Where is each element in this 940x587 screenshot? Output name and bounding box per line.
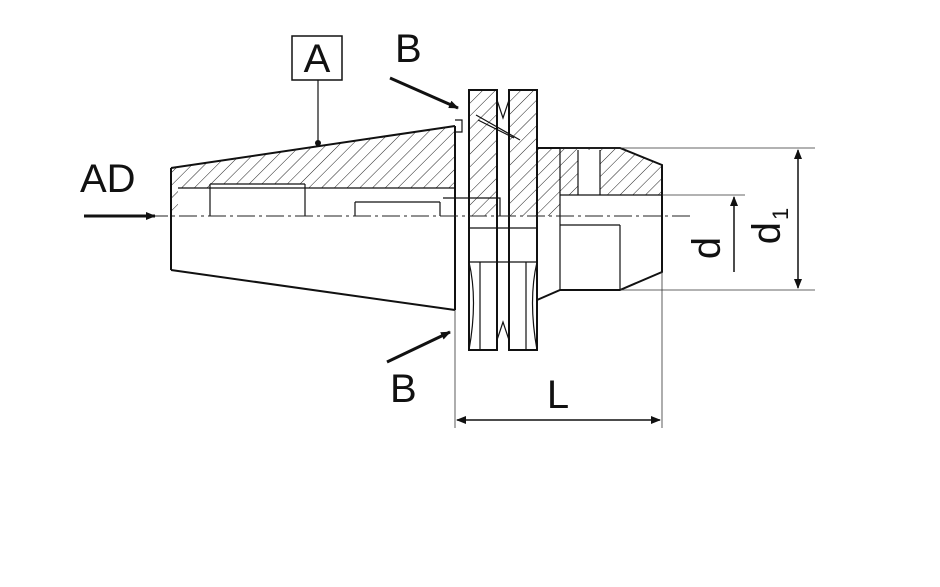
b-top-arrow	[389, 76, 459, 110]
label-a: A	[304, 37, 331, 81]
label-l: L	[547, 373, 569, 417]
dimension-d1	[560, 147, 815, 289]
label-b-top: B	[395, 27, 422, 71]
label-a-callout	[291, 35, 343, 146]
dimension-d	[620, 194, 815, 291]
flange-section-hatched	[469, 90, 560, 216]
label-d: d	[685, 237, 729, 259]
b-bottom-arrow	[386, 330, 451, 364]
nose-section-hatched	[560, 148, 662, 195]
dimension-l	[454, 272, 663, 428]
label-ad: AD	[80, 157, 136, 201]
taper-section-hatched	[171, 126, 455, 216]
label-d1: d 1	[745, 208, 793, 245]
label-b-bottom: B	[390, 367, 417, 411]
part-outline	[170, 89, 663, 351]
label-d1-base: d	[745, 222, 789, 244]
label-d1-subscript: 1	[768, 208, 793, 220]
